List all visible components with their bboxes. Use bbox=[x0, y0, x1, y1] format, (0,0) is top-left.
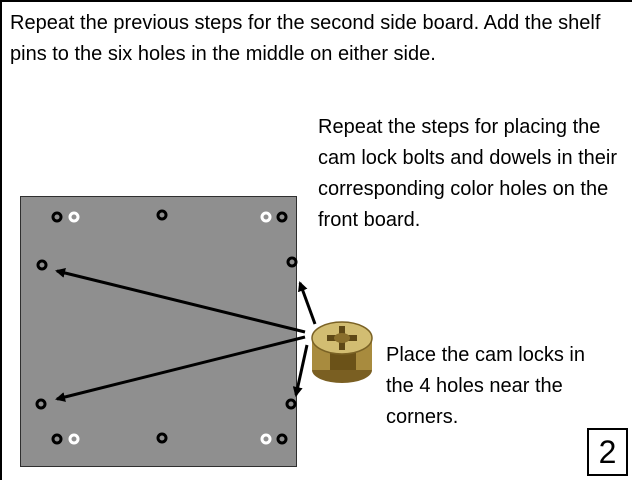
arrow-to-bottom-right bbox=[292, 344, 309, 397]
arrow-to-top-left bbox=[55, 268, 306, 334]
instruction-cam-locks: Place the cam locks in the 4 holes near … bbox=[386, 344, 585, 428]
arrow-to-top-right bbox=[298, 281, 317, 325]
hole-black bbox=[51, 211, 63, 223]
hole-group-sides bbox=[35, 256, 298, 410]
hole-black bbox=[276, 433, 288, 445]
hole-group-top bbox=[51, 209, 288, 223]
page-number: 2 bbox=[587, 428, 628, 476]
hole-black bbox=[36, 259, 48, 271]
hole-white bbox=[260, 433, 272, 445]
hole-black bbox=[156, 209, 168, 221]
arrow-icon bbox=[55, 268, 317, 402]
cam-lock-icon bbox=[311, 321, 373, 383]
hole-black bbox=[276, 211, 288, 223]
hole-white bbox=[68, 211, 80, 223]
hole-black bbox=[286, 256, 298, 268]
instruction-cam-bolts: Repeat the steps for placing the cam loc… bbox=[318, 116, 618, 231]
hole-group-bottom bbox=[51, 432, 288, 445]
hole-black bbox=[35, 398, 47, 410]
instruction-main: Repeat the previous steps for the second… bbox=[10, 12, 601, 65]
front-board bbox=[20, 196, 297, 467]
hole-white bbox=[260, 211, 272, 223]
hole-black bbox=[156, 432, 168, 444]
hole-black bbox=[51, 433, 63, 445]
hole-white bbox=[68, 433, 80, 445]
hole-black bbox=[285, 398, 297, 410]
arrow-to-bottom-left bbox=[55, 335, 306, 402]
